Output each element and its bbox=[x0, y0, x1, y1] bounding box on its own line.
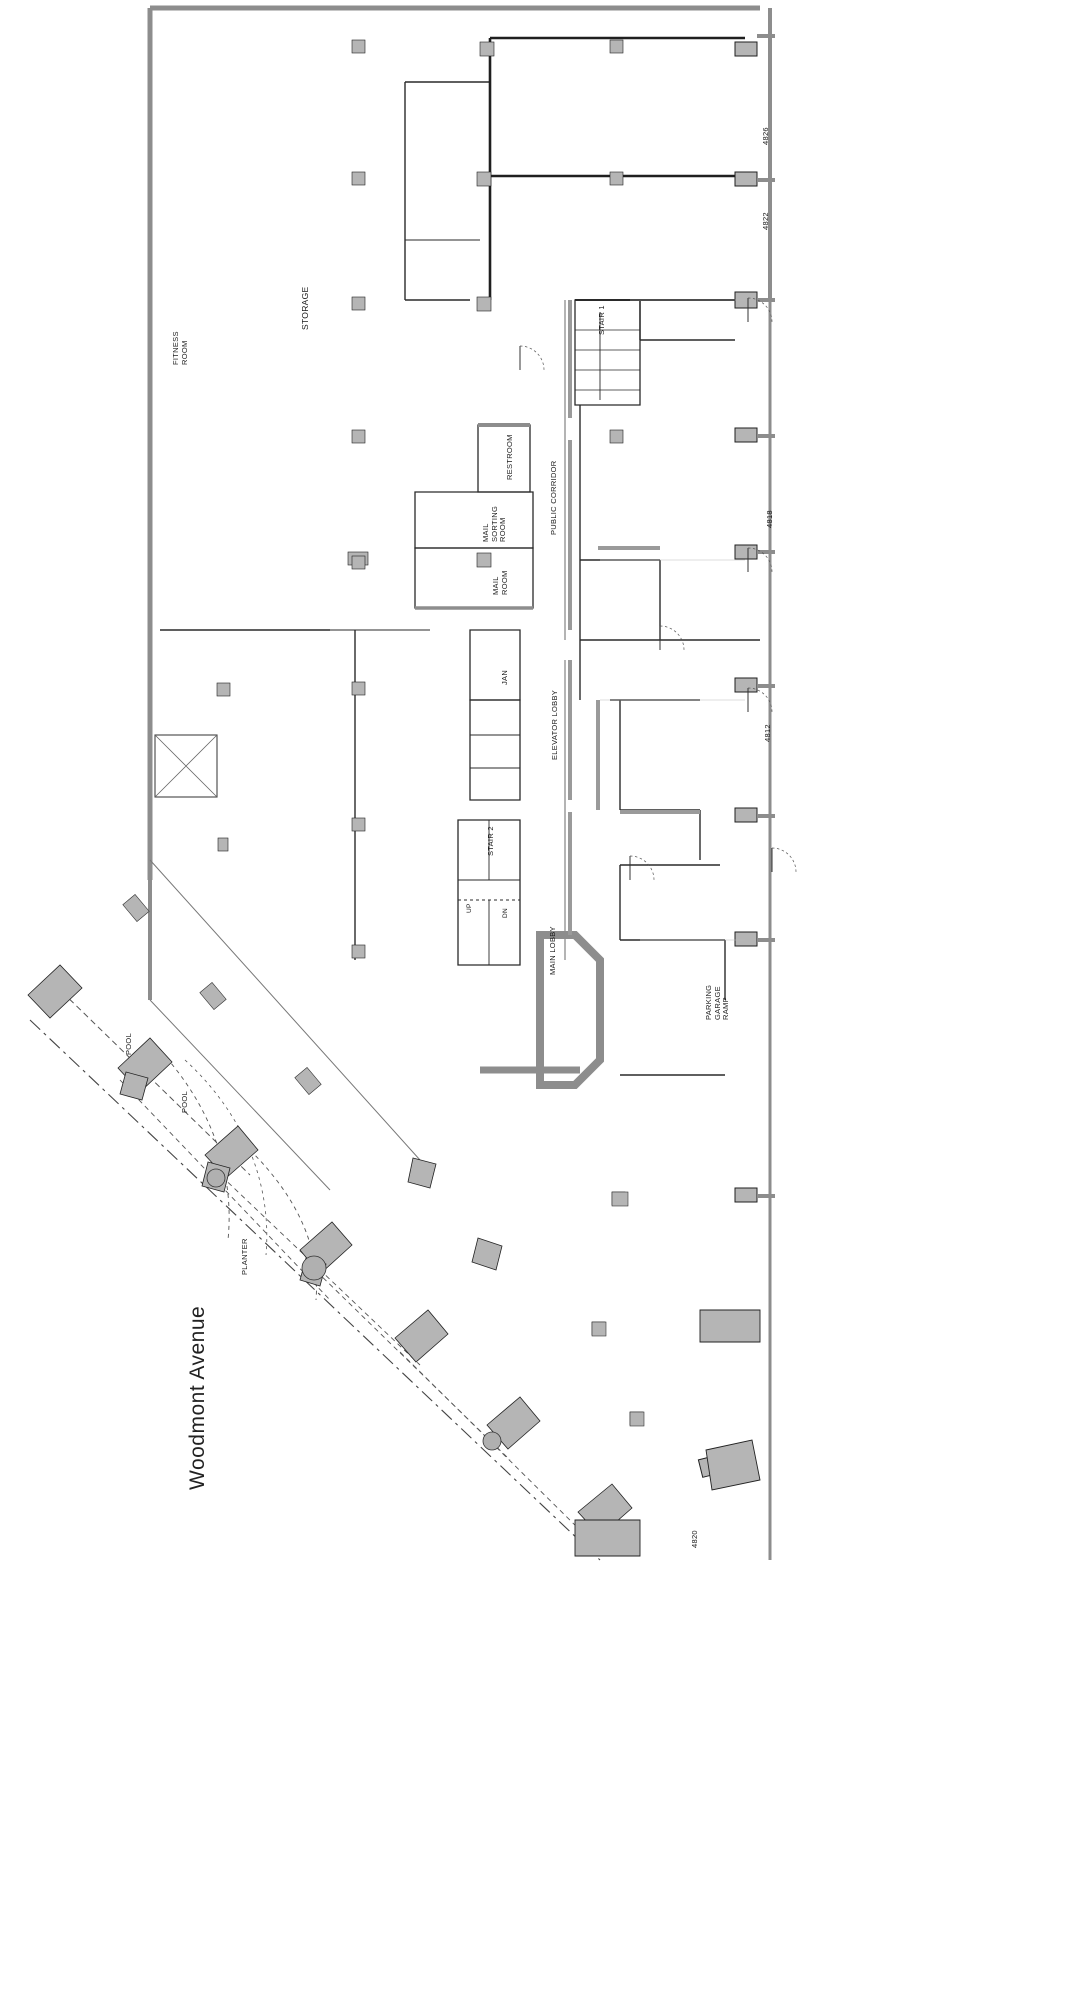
suite-number-4826: 4826 bbox=[761, 127, 770, 145]
suite-number-4812: 4812 bbox=[763, 724, 772, 742]
room-label-main-lobby: MAIN LOBBY bbox=[548, 926, 557, 975]
stair-marker-up: UP bbox=[466, 903, 473, 913]
room-label-restroom: RESTROOM bbox=[505, 434, 514, 480]
corridor-walls bbox=[568, 300, 700, 935]
site-circles bbox=[206, 1168, 502, 1451]
room-label-public-corridor: PUBLIC CORRIDOR bbox=[549, 460, 558, 535]
room-label-mail-sorting: MAIL SORTING ROOM bbox=[481, 505, 507, 542]
site-label-pool-upper: POOL bbox=[124, 1032, 133, 1055]
room-label-parking-ramp: PARKING GARAGE RAMP bbox=[704, 984, 730, 1020]
suite-number-4818: 4818 bbox=[765, 510, 774, 528]
main-lobby bbox=[480, 931, 604, 1089]
site-label-planter: PLANTER bbox=[240, 1238, 249, 1275]
fitness-room-box bbox=[154, 734, 218, 798]
suite-number-4820: 4820 bbox=[690, 1530, 699, 1548]
suite-number-4822: 4822 bbox=[761, 212, 770, 230]
street-title: Woodmont Avenue bbox=[186, 1305, 209, 1490]
room-label-mail-room: MAIL ROOM bbox=[491, 570, 509, 595]
room-label-fitness: FITNESS ROOM bbox=[171, 331, 189, 365]
room-label-elevator-lobby: ELEVATOR LOBBY bbox=[550, 689, 559, 760]
hairlines bbox=[600, 299, 745, 941]
east-facade-returns bbox=[757, 34, 775, 1198]
room-label-janitor: JAN bbox=[500, 669, 509, 685]
room-label-stair-1: STAIR 1 bbox=[597, 305, 606, 335]
stair-marker-dn: DN bbox=[502, 908, 509, 918]
building-envelope bbox=[147, 5, 772, 1560]
south-entry-mass bbox=[574, 1309, 761, 1557]
service-core-rooms bbox=[414, 423, 534, 801]
paving-strips bbox=[122, 894, 645, 1427]
stair-2 bbox=[457, 819, 521, 966]
room-label-stair-2: STAIR 2 bbox=[486, 826, 495, 856]
site-label-pool-lower: POOL bbox=[180, 1090, 189, 1113]
room-label-storage: STORAGE bbox=[300, 286, 310, 330]
